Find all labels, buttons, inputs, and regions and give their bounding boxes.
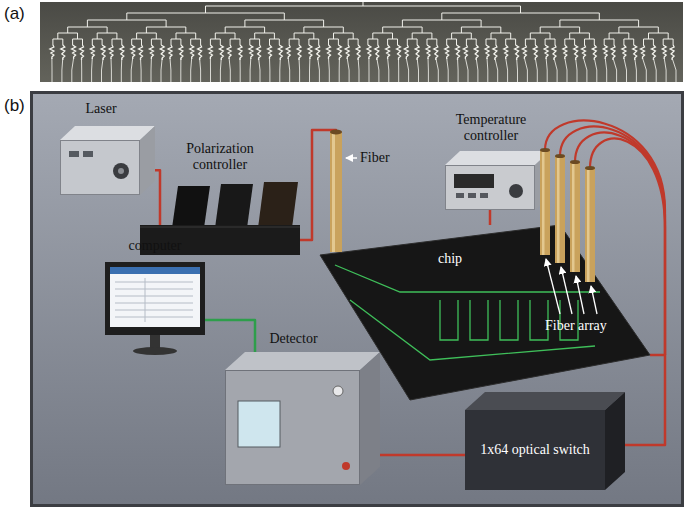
waveplate: [258, 182, 298, 228]
fiber-cap: [570, 160, 580, 164]
optical-switch: 1x64 optical switch: [465, 410, 605, 490]
part-label: Fiber array: [545, 318, 607, 334]
fiber-holder: [555, 156, 565, 263]
table-row: [115, 317, 193, 318]
device-label: 1x64 optical switch: [472, 442, 598, 458]
fiber-cap: [330, 130, 342, 135]
chip-board: chip: [320, 225, 650, 400]
laser-box: Laser: [60, 140, 140, 195]
switch-top: [465, 392, 625, 410]
computer-monitor: computer: [105, 262, 205, 335]
table-row: [115, 296, 193, 297]
fiber-holder: [585, 168, 595, 282]
leader-line: [546, 259, 560, 314]
device-art: [105, 262, 205, 335]
detector-box: Detector: [225, 370, 360, 485]
fiber-holder: [330, 132, 342, 252]
window-bar: [110, 267, 200, 274]
panel-letter: (a): [4, 4, 25, 24]
output-waveguides: [52, 58, 676, 82]
fiber-highlight: [587, 168, 590, 282]
table-row: [115, 289, 193, 290]
detector-side: [360, 352, 380, 485]
fiber-cap: [585, 166, 595, 170]
display: [454, 174, 494, 188]
splitter-tree: [53, 2, 673, 45]
chip-photo: [40, 2, 683, 82]
device-label: Detector: [249, 331, 339, 347]
device-label: chip: [438, 251, 462, 267]
device-art: [61, 141, 141, 196]
table-row: [115, 310, 193, 311]
fiber-cap: [540, 148, 550, 152]
fiber-holder: [570, 162, 580, 272]
detector-screen: [238, 401, 280, 447]
fiber-highlight: [572, 162, 575, 272]
button: [468, 193, 476, 198]
table-row: [115, 282, 193, 283]
splitter-tree: [50, 2, 676, 82]
monitor-base: [133, 347, 177, 355]
chip-board: [320, 225, 650, 400]
leader-line: [346, 157, 357, 159]
fiber-port: [342, 462, 350, 470]
button: [456, 193, 464, 198]
chip-art: [320, 121, 665, 400]
knob: [509, 184, 523, 198]
knob: [113, 163, 129, 179]
device-label: Polarization controller: [160, 141, 280, 173]
part-label: Fiber: [360, 150, 390, 166]
table-row: [115, 303, 193, 304]
controller-top: [445, 151, 550, 165]
fiber-highlight: [542, 150, 545, 255]
device-label: Laser: [61, 101, 141, 117]
device-art: [226, 371, 361, 486]
waveguide: [335, 265, 600, 292]
waveplate: [215, 184, 253, 228]
fiber-highlight: [332, 132, 335, 252]
rail-edge: [140, 227, 300, 228]
setup-panel: [32, 93, 683, 506]
leader-line: [576, 276, 584, 314]
output-fiber: [545, 121, 665, 355]
fiber-cap: [555, 154, 565, 158]
device-art: [320, 225, 650, 400]
temperature-controller: Temperature controller: [445, 165, 535, 210]
screen: [110, 267, 200, 327]
fiber-holder: [540, 150, 550, 255]
device-label: computer: [110, 238, 200, 254]
monitor-stand: [150, 335, 160, 349]
waveplate: [172, 186, 210, 228]
device-label: Temperature controller: [439, 112, 543, 144]
table-column: [145, 278, 146, 322]
knob-center: [118, 168, 124, 174]
knob: [333, 386, 343, 396]
leader-line: [591, 286, 597, 314]
button: [69, 151, 79, 157]
detector-top: [225, 352, 380, 370]
fiber-cable: [489, 210, 492, 225]
switch-side: [605, 392, 625, 490]
laser-top: [60, 126, 155, 140]
fiber-highlight: [557, 156, 560, 263]
button: [480, 193, 488, 198]
device-art: [446, 166, 536, 211]
leader-line: [561, 267, 572, 314]
button: [83, 151, 93, 157]
spiral-band: [50, 45, 674, 60]
panel-letter: (b): [4, 96, 25, 116]
laser-side: [140, 126, 155, 195]
